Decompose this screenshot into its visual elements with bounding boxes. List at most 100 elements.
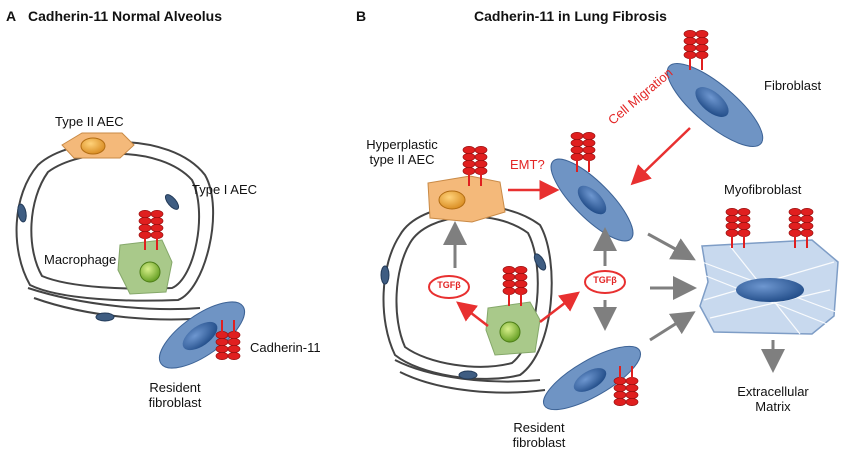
cadherin-domain bbox=[570, 146, 584, 154]
cadherin-domain bbox=[138, 210, 152, 218]
resident-fibroblast-b bbox=[543, 345, 641, 411]
cadherin-domain bbox=[150, 224, 164, 232]
cadherin-domain bbox=[800, 215, 814, 223]
cadherin-domain bbox=[625, 384, 639, 392]
type2-aec-a bbox=[61, 132, 135, 159]
cadherin-domain bbox=[800, 222, 814, 230]
cadherin-domain bbox=[613, 398, 627, 406]
label-ecm: Extracellular Matrix bbox=[737, 384, 809, 414]
cadherin-domain bbox=[725, 229, 739, 237]
cadherin-domain bbox=[150, 231, 164, 239]
cadherin-domain bbox=[582, 146, 596, 154]
label-type2-aec: Type II AEC bbox=[55, 114, 124, 129]
cadherin-domain bbox=[462, 160, 476, 168]
fibroblast-mid-b bbox=[550, 158, 634, 242]
cadherin-domain bbox=[502, 266, 516, 274]
cadherin-domain bbox=[502, 287, 516, 295]
label-tgfb-1: TGFβ bbox=[437, 280, 461, 290]
cadherin-domain bbox=[462, 146, 476, 154]
label-resident-fibroblast-a: Resident fibroblast bbox=[148, 380, 202, 410]
cadherin-domain bbox=[737, 222, 751, 230]
cadherin-domain bbox=[582, 132, 596, 140]
cadherin-resident-b bbox=[613, 366, 639, 406]
cadherin-domain bbox=[474, 160, 488, 168]
cadherin-domain bbox=[462, 167, 476, 175]
cadherin-domain bbox=[474, 153, 488, 161]
type1-aec-cells-a bbox=[17, 194, 180, 322]
cadherin-domain bbox=[474, 167, 488, 175]
cadherin-domain bbox=[788, 208, 802, 216]
label-tgfb-2: TGFβ bbox=[593, 275, 617, 285]
cadherin-domain bbox=[695, 30, 709, 38]
alveolus-b bbox=[382, 204, 553, 394]
macrophage-a bbox=[117, 239, 173, 295]
arrow-macrophage-to-tgfb2 bbox=[539, 291, 580, 323]
myofibroblast-b bbox=[699, 239, 839, 335]
cadherin-domain bbox=[227, 338, 241, 346]
cadherin-domain bbox=[737, 229, 751, 237]
cadherin-domain bbox=[800, 208, 814, 216]
cadherin-domain bbox=[227, 352, 241, 360]
alveolus-a bbox=[15, 140, 215, 321]
cadherin-domain bbox=[502, 280, 516, 288]
cadherin-domain bbox=[514, 280, 528, 288]
type1-aec-cells-b bbox=[380, 253, 547, 380]
label-cadherin-11: Cadherin-11 bbox=[250, 340, 321, 355]
cadherin-domain bbox=[613, 391, 627, 399]
cadherin-domain bbox=[737, 215, 751, 223]
panel-a-title: Cadherin-11 Normal Alveolus bbox=[28, 8, 222, 24]
cadherin-domain bbox=[737, 208, 751, 216]
cadherin-myofibroblast-b bbox=[725, 208, 814, 248]
cadherin-domain bbox=[138, 224, 152, 232]
cadherin-domain bbox=[150, 210, 164, 218]
cadherin-domain bbox=[800, 229, 814, 237]
cadherin-domain bbox=[150, 217, 164, 225]
cadherin-fibroblast-a bbox=[215, 320, 241, 360]
cadherin-domain bbox=[582, 153, 596, 161]
cadherin-domain bbox=[138, 231, 152, 239]
cadherin-domain bbox=[582, 139, 596, 147]
label-resident-fibroblast-b: Resident fibroblast bbox=[512, 420, 566, 450]
cadherin-domain bbox=[695, 51, 709, 59]
cadherin-domain bbox=[613, 377, 627, 385]
cadherin-fibroblast-top-b bbox=[683, 30, 709, 70]
cadherin-macrophage-a bbox=[138, 210, 164, 250]
panel-b-title: Cadherin-11 in Lung Fibrosis bbox=[474, 8, 667, 24]
cadherin-domain bbox=[570, 153, 584, 161]
cadherin-domain bbox=[683, 44, 697, 52]
cadherin-domain bbox=[725, 222, 739, 230]
label-fibroblast: Fibroblast bbox=[764, 78, 822, 93]
cadherin-domain bbox=[788, 222, 802, 230]
cadherin-domain bbox=[725, 208, 739, 216]
cadherin-domain bbox=[625, 398, 639, 406]
cadherin-domain bbox=[683, 30, 697, 38]
tgfb-badge-1 bbox=[428, 275, 470, 299]
cadherin-domain bbox=[788, 215, 802, 223]
cadherin-macrophage-b bbox=[502, 266, 528, 306]
cadherin-domain bbox=[462, 153, 476, 161]
label-myofibroblast: Myofibroblast bbox=[724, 182, 802, 197]
cadherin-domain bbox=[514, 287, 528, 295]
cadherin-domain bbox=[215, 345, 229, 353]
panel-a-letter: A bbox=[6, 8, 17, 24]
cadherin-domain bbox=[695, 37, 709, 45]
cadherin-domain bbox=[227, 331, 241, 339]
macrophage-b bbox=[485, 301, 541, 356]
cadherin-domain bbox=[138, 217, 152, 225]
cadherin-domain bbox=[725, 215, 739, 223]
cadherin-domain bbox=[502, 273, 516, 281]
panel-b-letter: B bbox=[356, 8, 367, 24]
tgfb-badge-2 bbox=[584, 270, 626, 294]
cadherin-domain bbox=[570, 139, 584, 147]
label-emt: EMT? bbox=[510, 157, 545, 172]
cadherin-domain bbox=[570, 132, 584, 140]
cadherin-domain bbox=[215, 352, 229, 360]
cadherin-domain bbox=[474, 146, 488, 154]
cadherin-domain bbox=[514, 273, 528, 281]
cadherin-domain bbox=[788, 229, 802, 237]
cadherin-type2-b bbox=[462, 146, 488, 186]
cadherin-domain bbox=[227, 345, 241, 353]
cadherin-domain bbox=[613, 384, 627, 392]
